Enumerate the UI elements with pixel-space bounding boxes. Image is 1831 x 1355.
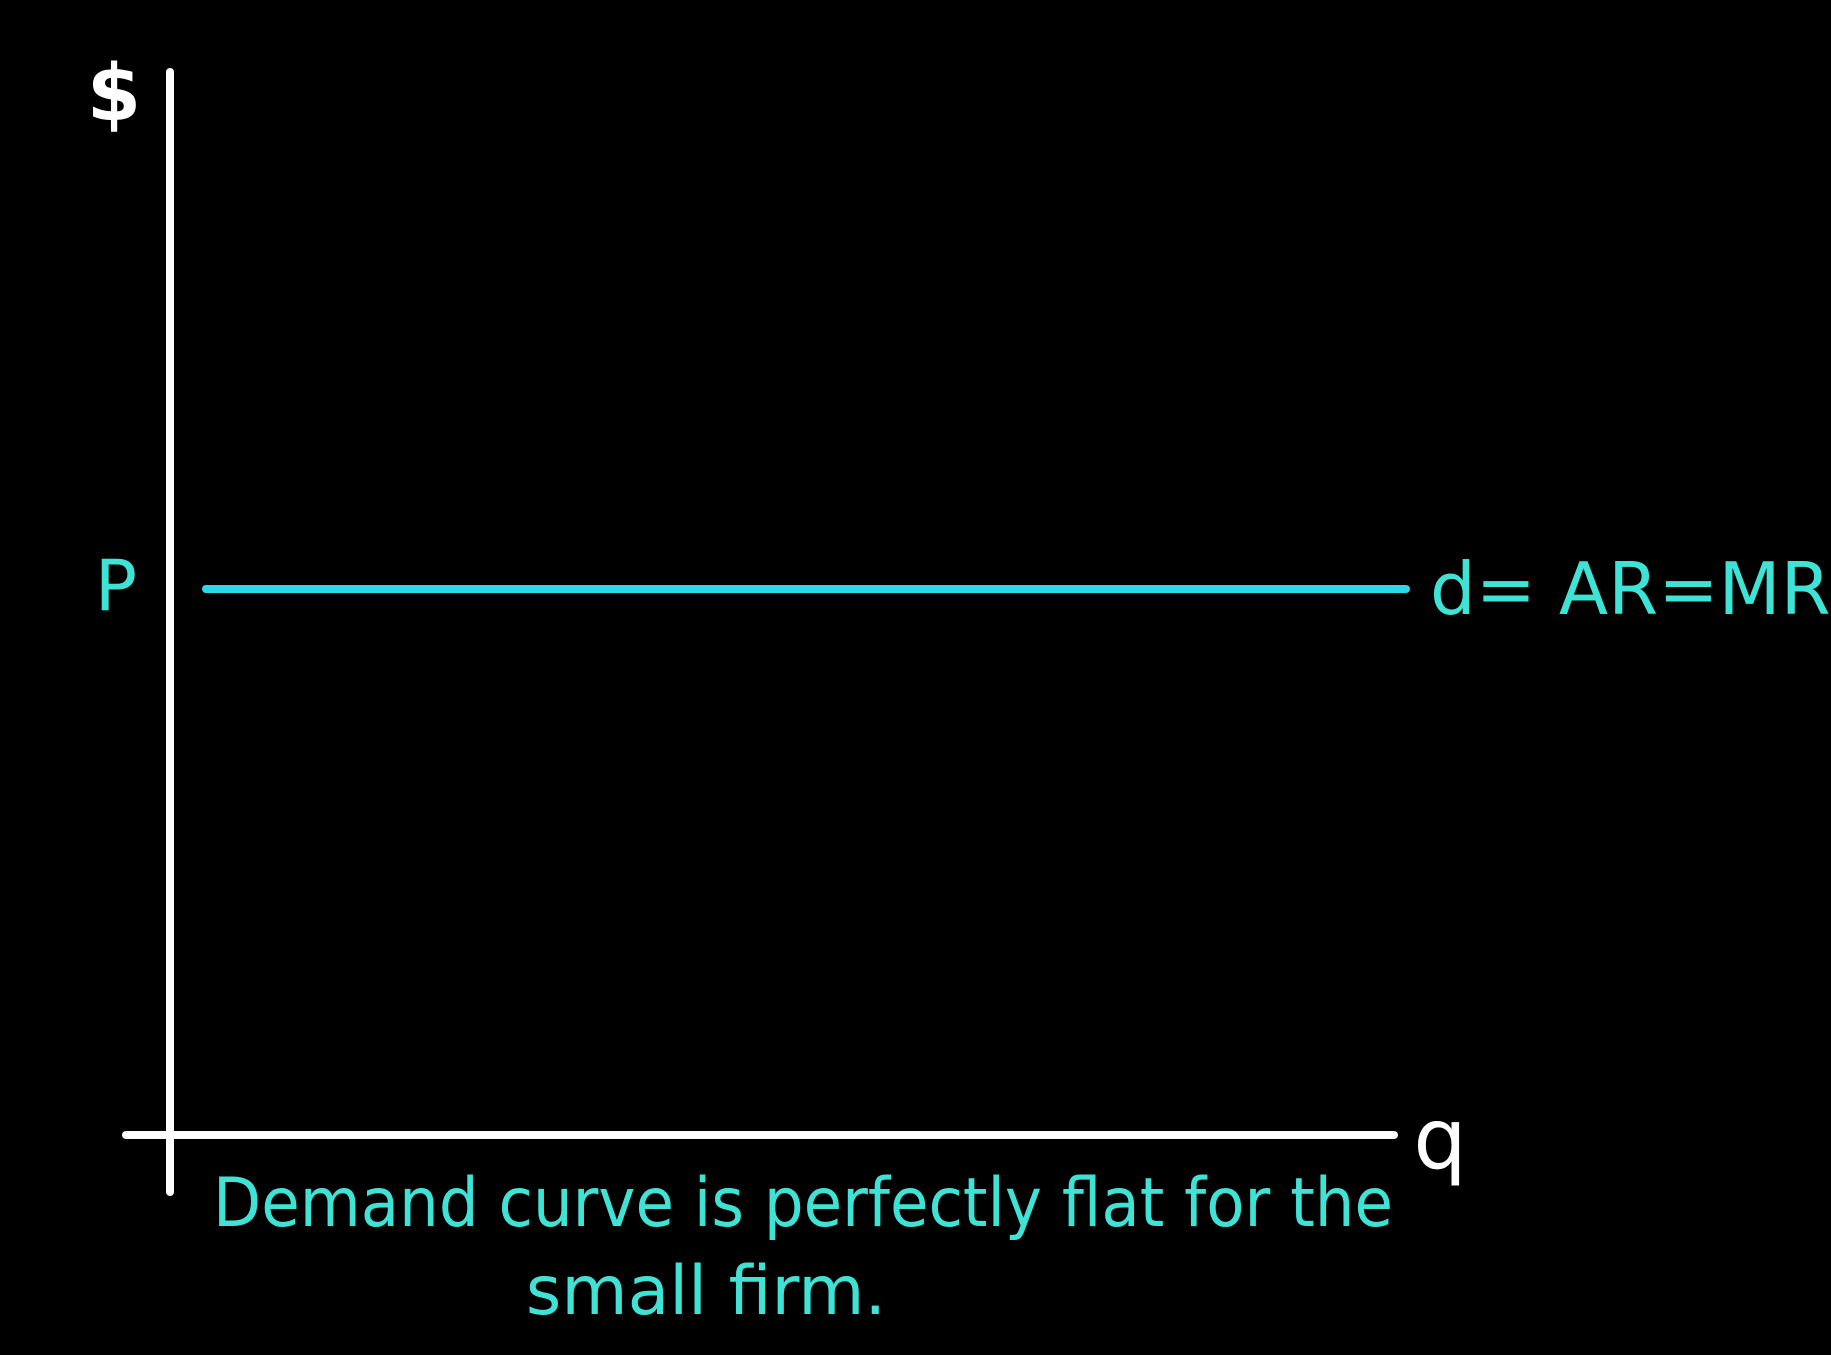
y-axis-label: $ <box>87 49 141 139</box>
x-axis-label: q <box>1413 1090 1466 1188</box>
demand-curve-label: d= AR=MR <box>1430 547 1831 631</box>
price-label: P <box>95 545 137 627</box>
caption-line-1: Demand curve is perfectly flat for the <box>213 1164 1393 1243</box>
caption-line-2: small firm. <box>526 1252 886 1331</box>
